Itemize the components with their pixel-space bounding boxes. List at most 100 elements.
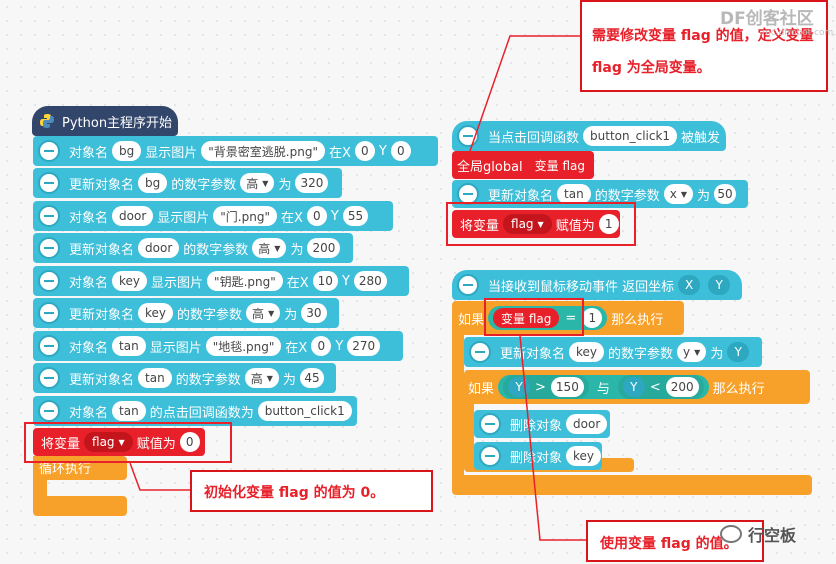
value-field[interactable]: 1 xyxy=(598,214,619,234)
param-dropdown[interactable]: 高▼ xyxy=(246,303,281,323)
delete-object-block-door[interactable]: 删除对象 door xyxy=(474,410,610,438)
y-field[interactable]: 0 xyxy=(390,141,411,161)
variable-reporter[interactable]: 变量 flag xyxy=(493,308,560,328)
compare-value[interactable]: 200 xyxy=(665,377,699,397)
object-name-field[interactable]: bg xyxy=(112,141,142,161)
y-field[interactable]: 280 xyxy=(353,271,387,291)
block-label: 更新对象名 xyxy=(500,346,566,362)
object-name-field[interactable]: key xyxy=(569,342,605,362)
image-file-field[interactable]: "钥匙.png" xyxy=(207,271,283,291)
object-name-field[interactable]: tan xyxy=(138,368,172,388)
callback-hat-block[interactable]: 当点击回调函数 button_click1 被触发 xyxy=(452,121,726,151)
set-variable-block-callback[interactable]: 将变量 flag▼ 赋值为 1 xyxy=(452,210,620,238)
value-reporter[interactable]: Y xyxy=(727,342,750,362)
value-field[interactable]: 45 xyxy=(299,368,324,388)
x-field[interactable]: 0 xyxy=(311,336,332,356)
show-image-block-bg[interactable]: 对象名 bg 显示图片 "背景密室逃脱.png" 在X 0 Y 0 xyxy=(33,136,438,166)
value-field[interactable]: 200 xyxy=(307,238,341,258)
object-name-field[interactable]: door xyxy=(566,414,608,434)
object-name-field[interactable]: key xyxy=(112,271,148,291)
object-name-field[interactable]: key xyxy=(138,303,174,323)
equals-condition[interactable]: 变量 flag = 1 xyxy=(488,306,608,330)
block-label: 如果 xyxy=(458,312,485,328)
param-dropdown[interactable]: 高▼ xyxy=(252,238,287,258)
block-icon xyxy=(38,270,60,292)
set-variable-block-main[interactable]: 将变量 flag▼ 赋值为 0 xyxy=(33,428,205,456)
image-file-field[interactable]: "地毯.png" xyxy=(205,336,282,356)
compare-value[interactable]: 1 xyxy=(582,308,603,328)
variable-dropdown[interactable]: flag▼ xyxy=(503,214,552,234)
mouse-move-hat-block[interactable]: 当接收到鼠标移动事件 返回坐标 X Y xyxy=(452,270,742,300)
block-icon xyxy=(38,367,60,389)
param-dropdown[interactable]: x▼ xyxy=(663,184,693,204)
if-block-range[interactable]: 如果 Y > 150 与 Y < 200 那么执行 xyxy=(464,370,810,404)
click-callback-block-tan[interactable]: 对象名 tan 的点击回调函数为 button_click1 xyxy=(33,396,357,426)
show-image-block-key[interactable]: 对象名 key 显示图片 "钥匙.png" 在X 10 Y 280 xyxy=(33,266,409,296)
y-field[interactable]: 270 xyxy=(347,336,381,356)
image-file-field[interactable]: "背景密室逃脱.png" xyxy=(201,141,325,161)
block-icon xyxy=(38,205,60,227)
url-watermark: mc.dfrobot.com.cn xyxy=(762,28,836,38)
block-icon xyxy=(469,341,491,363)
callback-name-field[interactable]: button_click1 xyxy=(583,126,678,146)
coord-y-output[interactable]: Y xyxy=(708,275,731,295)
param-dropdown[interactable]: y▼ xyxy=(677,342,707,362)
update-param-block-key[interactable]: 更新对象名 key 的数字参数 高▼ 为 30 xyxy=(33,298,339,328)
y-reporter[interactable]: Y xyxy=(622,377,645,397)
object-name-field[interactable]: bg xyxy=(138,173,168,193)
chevron-down-icon: ▼ xyxy=(262,178,269,188)
block-label: 更新对象名 xyxy=(69,372,135,388)
show-image-block-tan[interactable]: 对象名 tan 显示图片 "地毯.png" 在X 0 Y 270 xyxy=(33,331,403,361)
block-icon xyxy=(38,237,60,259)
image-file-field[interactable]: "门.png" xyxy=(213,206,277,226)
annotation-bottom-right: 使用变量 flag 的值。 xyxy=(586,520,764,562)
less-than-condition[interactable]: Y < 200 xyxy=(617,375,704,399)
and-condition[interactable]: Y > 150 与 Y < 200 xyxy=(498,375,709,399)
if-block-flag[interactable]: 如果 变量 flag = 1 那么执行 xyxy=(452,301,684,335)
value-field[interactable]: 30 xyxy=(301,303,327,323)
block-label: 循环执行 xyxy=(39,462,92,477)
object-name-field[interactable]: tan xyxy=(557,184,591,204)
x-field[interactable]: 0 xyxy=(306,206,327,226)
compare-value[interactable]: 150 xyxy=(550,377,584,397)
object-name-field[interactable]: door xyxy=(138,238,180,258)
object-name-field[interactable]: key xyxy=(566,446,602,466)
block-label: 显示图片 xyxy=(149,340,202,356)
update-param-block-door[interactable]: 更新对象名 door 的数字参数 高▼ 为 200 xyxy=(33,233,353,263)
y-field[interactable]: 55 xyxy=(342,206,369,226)
param-dropdown[interactable]: 高▼ xyxy=(240,173,275,193)
x-field[interactable]: 10 xyxy=(312,271,338,291)
block-label: 删除对象 xyxy=(510,418,563,434)
object-name-field[interactable]: tan xyxy=(112,401,146,421)
param-dropdown[interactable]: 高▼ xyxy=(244,368,279,388)
global-variable-block[interactable]: 全局global 变量 flag xyxy=(452,151,594,179)
dropdown-value: flag xyxy=(511,217,534,231)
annotation-bottom-left: 初始化变量 flag 的值为 0。 xyxy=(190,470,433,512)
delete-object-block-key[interactable]: 删除对象 key xyxy=(474,442,602,470)
callback-name-field[interactable]: button_click1 xyxy=(257,401,352,421)
main-start-hat-block[interactable]: Python主程序开始 xyxy=(32,106,178,136)
value-field[interactable]: 50 xyxy=(713,184,736,204)
coord-x-output[interactable]: X xyxy=(678,275,701,295)
update-param-block-key-y[interactable]: 更新对象名 key 的数字参数 y▼ 为 Y xyxy=(464,337,762,367)
object-name-field[interactable]: door xyxy=(112,206,154,226)
block-label: 为 xyxy=(710,346,724,362)
object-name-field[interactable]: tan xyxy=(112,336,146,356)
x-field[interactable]: 0 xyxy=(354,141,375,161)
block-icon xyxy=(38,302,60,324)
show-image-block-door[interactable]: 对象名 door 显示图片 "门.png" 在X 0 Y 55 xyxy=(33,201,393,231)
update-param-block-tan[interactable]: 更新对象名 tan 的数字参数 高▼ 为 45 xyxy=(33,363,336,393)
variable-dropdown[interactable]: flag▼ xyxy=(84,432,133,452)
brand-text: DF创客社区 xyxy=(720,9,814,29)
wechat-icon xyxy=(720,525,742,543)
update-param-block-bg[interactable]: 更新对象名 bg 的数字参数 高▼ 为 320 xyxy=(33,168,342,198)
block-label: 的数字参数 xyxy=(175,372,241,388)
global-variable-name[interactable]: 变量 flag xyxy=(526,155,594,175)
block-label: 对象名 xyxy=(69,340,109,356)
block-label: 将变量 xyxy=(41,436,81,452)
greater-than-condition[interactable]: Y > 150 xyxy=(503,375,589,399)
block-label: 赋值为 xyxy=(555,218,595,234)
value-field[interactable]: 0 xyxy=(179,432,200,452)
forever-loop-block[interactable]: 循环执行 xyxy=(33,456,127,480)
value-field[interactable]: 320 xyxy=(295,173,329,193)
